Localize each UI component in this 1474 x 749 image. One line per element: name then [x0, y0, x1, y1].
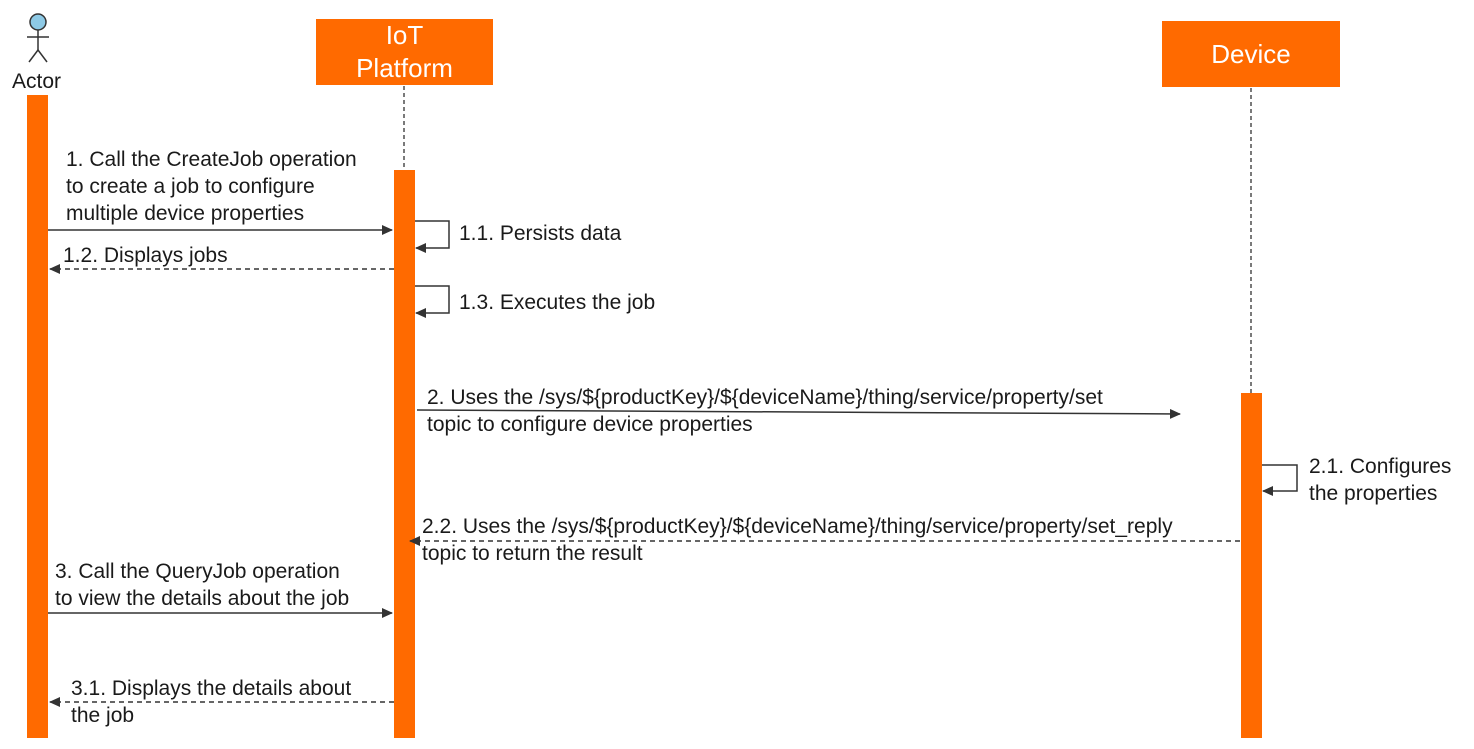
msg-1-1-label: 1.1. Persists data: [459, 222, 622, 245]
msg-2-2-label: 2.2. Uses the /sys/${productKey}/${devic…: [422, 515, 1173, 565]
msg-1-2-label: 1.2. Displays jobs: [63, 244, 228, 267]
platform-label-line2: Platform: [356, 53, 453, 83]
device-activation-bar: [1241, 393, 1262, 738]
device-label: Device: [1211, 38, 1291, 69]
msg-2-1-label: 2.1. Configures the properties: [1309, 455, 1452, 505]
platform-label-line1: IoT: [385, 20, 424, 50]
device-participant: Device: [1162, 21, 1340, 87]
msg-1-label: 1. Call the CreateJob operation to creat…: [66, 148, 357, 225]
actor-activation-bar: [27, 95, 48, 738]
arrow-persists-data: [415, 220, 450, 253]
actor-label: Actor: [12, 70, 62, 93]
msg-2-label: 2. Uses the /sys/${productKey}/${deviceN…: [427, 386, 1103, 436]
msg-1-3-label: 1.3. Executes the job: [459, 291, 656, 314]
arrow-configures-properties: [1262, 464, 1298, 496]
msg-3-label: 3. Call the QueryJob operation to view t…: [55, 560, 350, 610]
arrow-set-topic: [416, 408, 1181, 419]
arrow-executes-job: [415, 285, 450, 318]
platform-activation-bar: [394, 170, 415, 738]
actor-icon: [27, 13, 49, 63]
msg-3-1-label: 3.1. Displays the details about the job: [71, 677, 352, 727]
platform-participant: IoT Platform: [316, 19, 493, 85]
